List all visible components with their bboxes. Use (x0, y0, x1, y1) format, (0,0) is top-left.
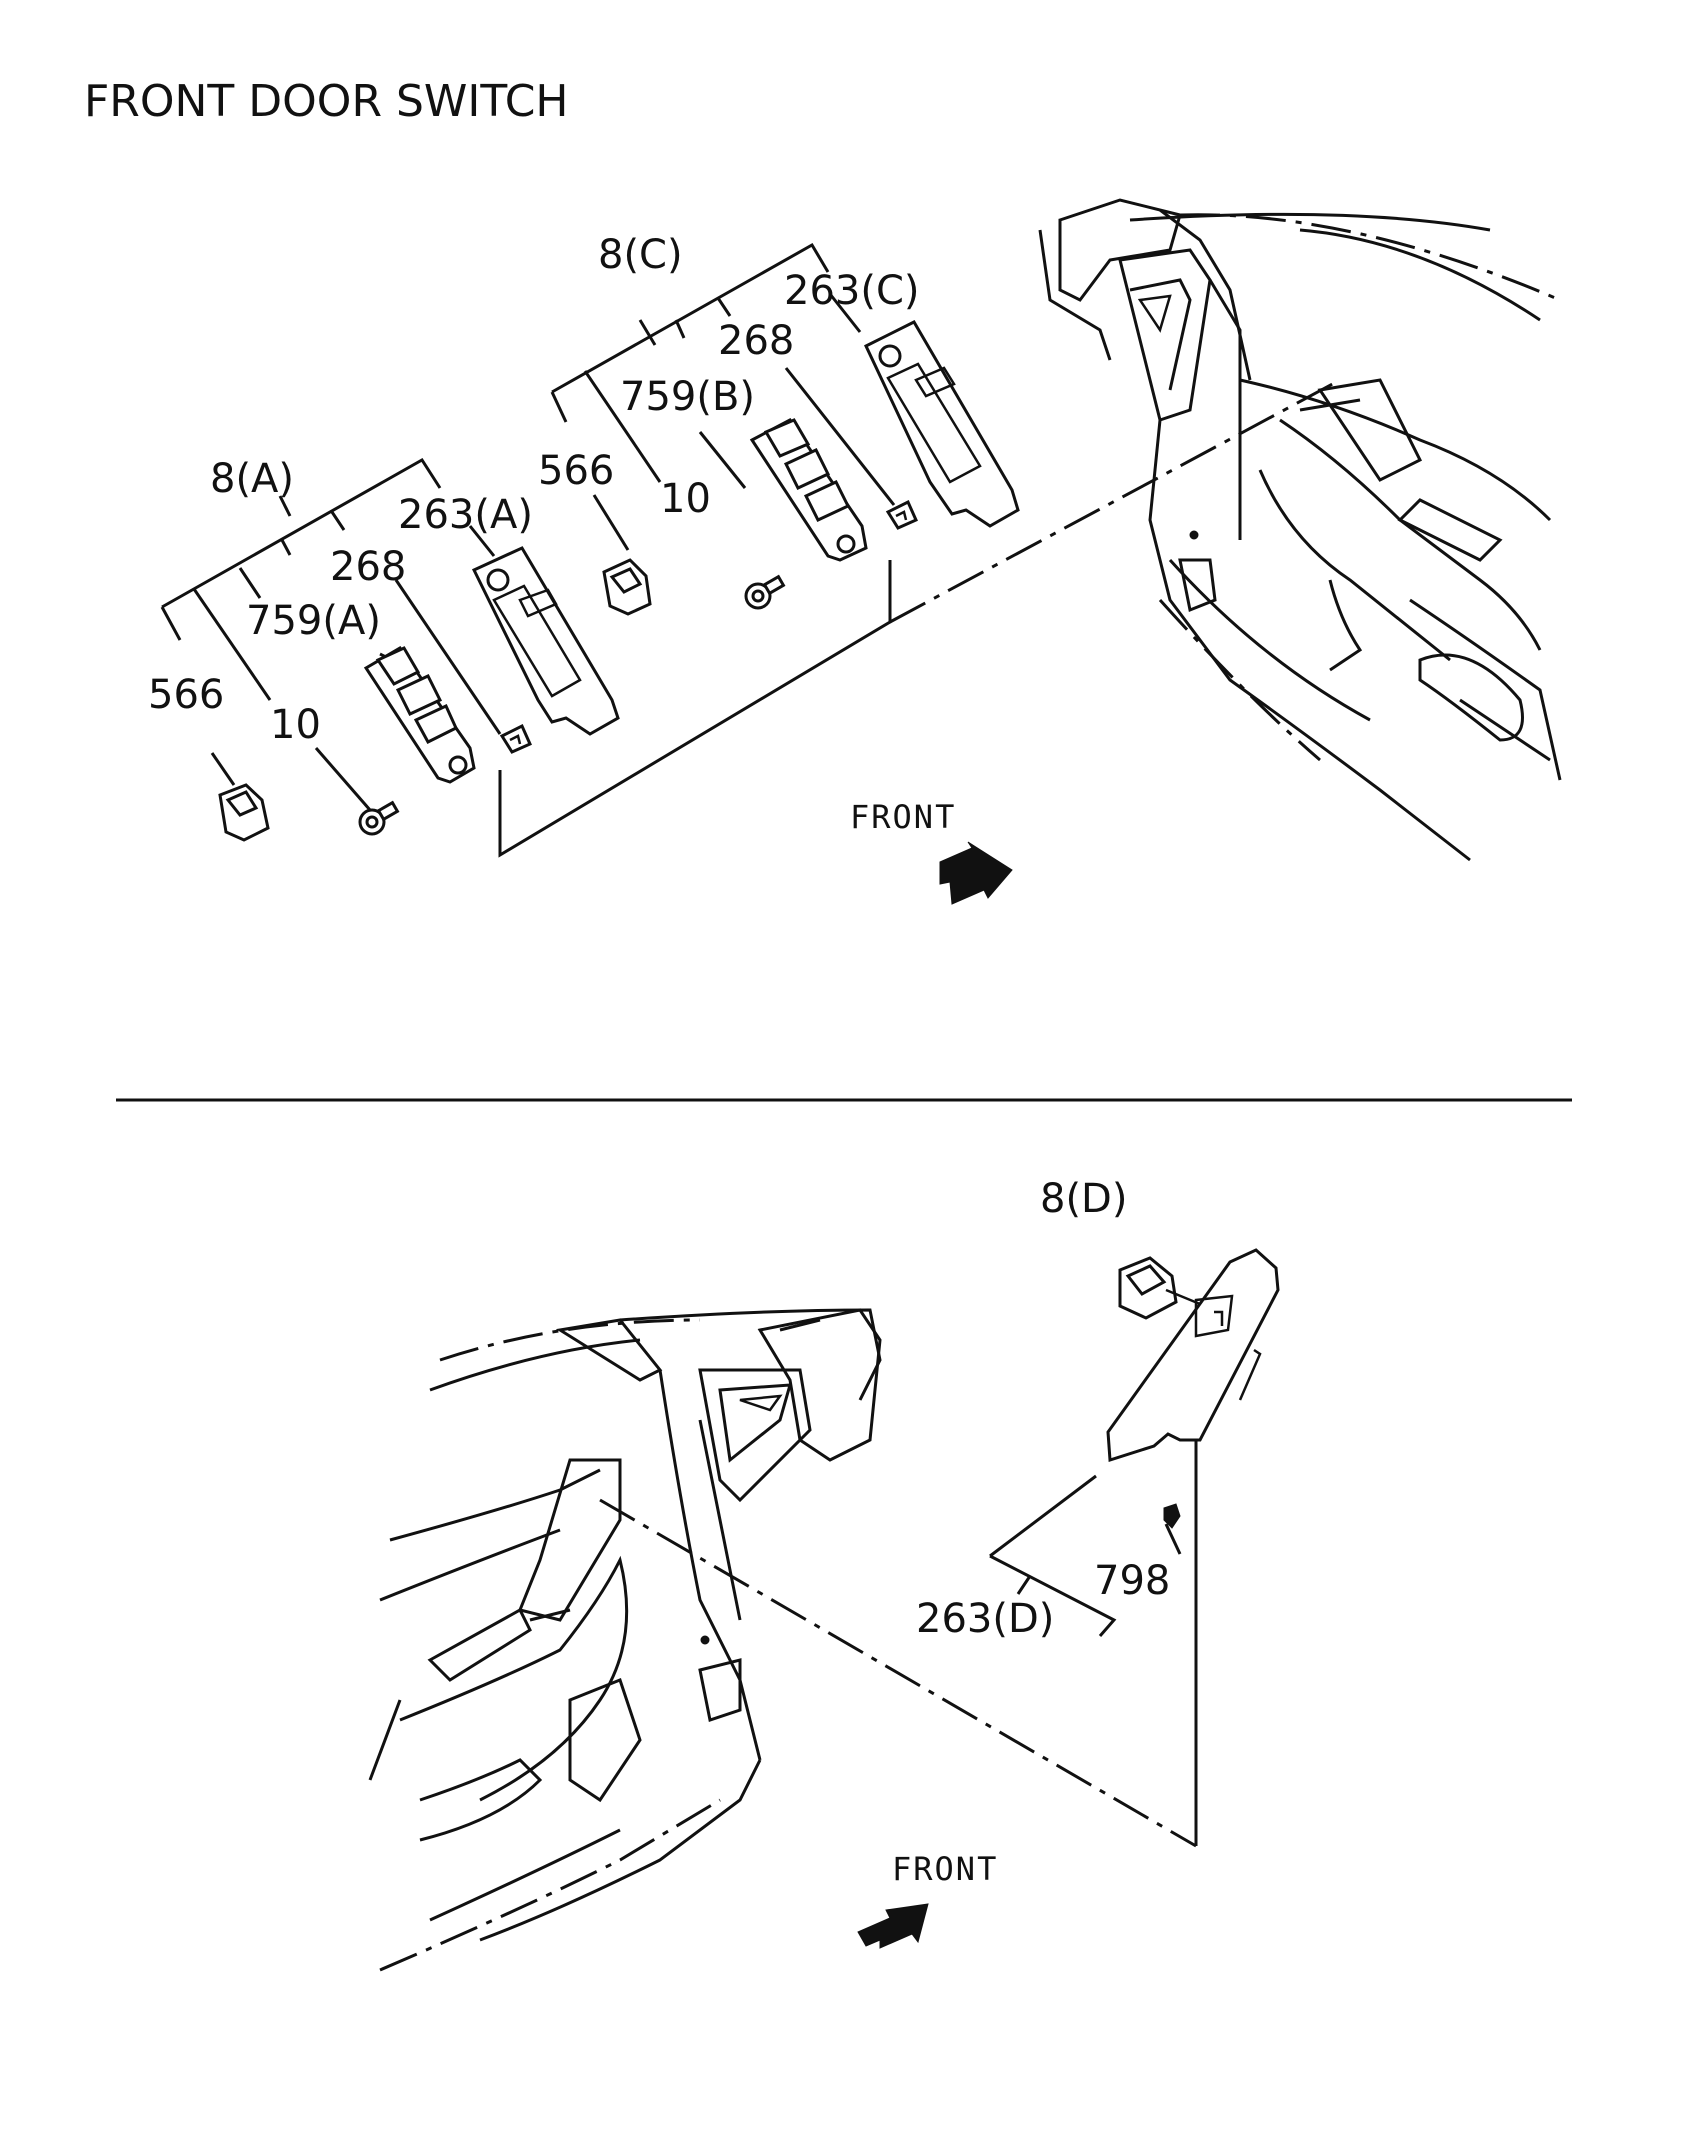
label-566-a: 566 (148, 672, 224, 718)
clip-268-a (499, 723, 532, 754)
label-759a: 759(A) (246, 598, 381, 644)
clip-566-c (602, 558, 652, 616)
clip-268-c (885, 499, 918, 530)
label-8d: 8(D) (1040, 1176, 1127, 1222)
bezel-263-c (864, 320, 1020, 528)
label-10-a: 10 (270, 702, 321, 748)
bezel-263-a (471, 546, 620, 736)
lower-view: FRONT 8(D) 798 263(D) (368, 1176, 1280, 1972)
switch-759-a (363, 646, 476, 784)
label-263d: 263(D) (916, 1596, 1054, 1642)
lower-bracket-lower (989, 1554, 1117, 1637)
label-263a: 263(A) (398, 492, 533, 538)
leader-798 (1164, 1523, 1182, 1555)
front-arrow-upper (939, 841, 1013, 905)
front-label-upper: FRONT (850, 798, 956, 836)
page-title: FRONT DOOR SWITCH (84, 76, 569, 127)
label-268-c: 268 (718, 318, 794, 364)
label-268-a: 268 (330, 544, 406, 590)
label-759b: 759(B) (620, 374, 755, 420)
upper-view: FRONT 8(A) 566 10 759(A) 268 263(A) 8(C)… (148, 198, 1562, 905)
clip-566-a (218, 783, 270, 842)
screw-10-a (358, 800, 400, 836)
clip-798 (1163, 1503, 1181, 1529)
front-arrow-lower (857, 1903, 929, 1949)
bezel-263d (1106, 1248, 1280, 1463)
switch-759-b (749, 418, 868, 562)
door-structure-lower (368, 1308, 882, 1972)
door-structure-upper (1038, 198, 1562, 862)
front-label-lower: FRONT (892, 1850, 998, 1888)
lower-bracket-upper (989, 1474, 1097, 1558)
lower-phantom-line (599, 1498, 1197, 1848)
switch-8d (1118, 1256, 1201, 1320)
label-566-c: 566 (538, 448, 614, 494)
screw-10-c (744, 574, 786, 610)
upper-group-bracket (498, 560, 892, 858)
label-8a: 8(A) (210, 456, 294, 502)
label-8c: 8(C) (598, 232, 683, 278)
upper-phantom-line (889, 378, 1341, 624)
group-c-leaders (550, 242, 896, 551)
label-263c: 263(C) (784, 268, 920, 314)
label-798: 798 (1094, 1558, 1170, 1604)
leader-263d (1016, 1575, 1032, 1595)
label-10-c: 10 (660, 476, 711, 522)
